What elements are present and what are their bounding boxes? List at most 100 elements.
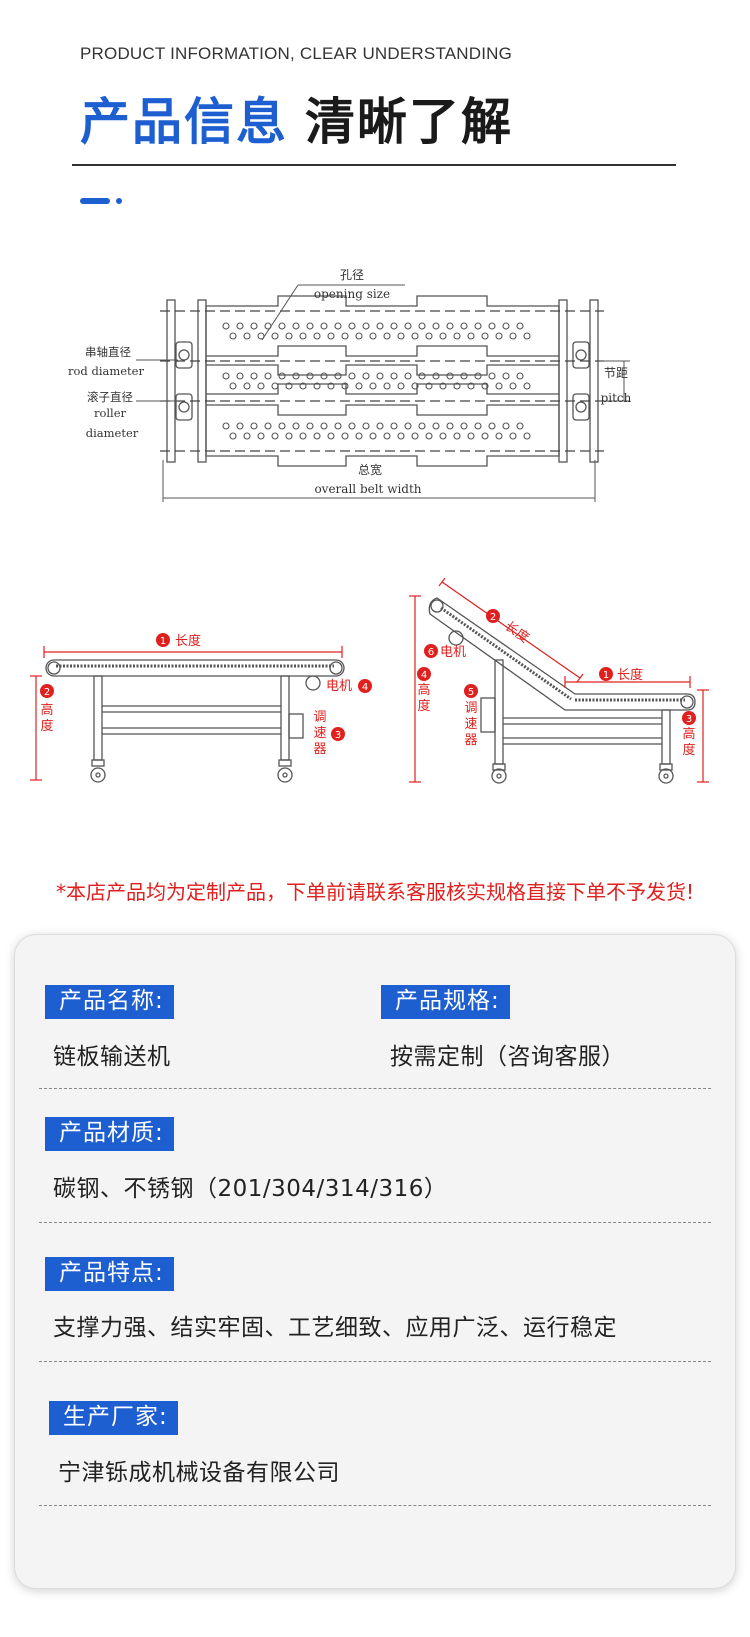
perforation-hole — [222, 322, 230, 330]
perforation-hole — [516, 422, 524, 430]
perforation-hole — [292, 322, 300, 330]
perforation-hole — [250, 372, 258, 380]
perforation-hole — [369, 382, 377, 390]
perforation-hole — [257, 382, 265, 390]
perforation-hole — [285, 332, 293, 340]
row-divider — [39, 1222, 711, 1223]
perforation-hole — [320, 372, 328, 380]
row-divider — [39, 1088, 711, 1089]
decor-dot — [116, 198, 122, 204]
product-feature-value: 支撑力强、结实牢固、工艺细致、应用广泛、运行稳定 — [53, 1315, 617, 1341]
perforation-hole — [488, 322, 496, 330]
title-divider — [72, 164, 676, 166]
perforation-hole — [306, 422, 314, 430]
perforation-hole — [439, 332, 447, 340]
section-title-blue: 产品信息 — [80, 93, 288, 151]
incline-num-1: 1 — [603, 670, 609, 681]
perforation-hole — [271, 432, 279, 440]
perforation-hole — [341, 432, 349, 440]
row-divider — [39, 1505, 711, 1506]
perforation-hole — [285, 382, 293, 390]
perforation-hole — [474, 372, 482, 380]
perforation-hole — [271, 382, 279, 390]
perforation-hole — [383, 382, 391, 390]
perforation-hole — [418, 372, 426, 380]
product-spec-value: 按需定制（咨询客服） — [390, 1044, 625, 1070]
incline-num-2: 2 — [490, 612, 496, 623]
incline-num-3: 3 — [686, 714, 692, 725]
incline-num-5: 5 — [468, 687, 474, 698]
perforation-hole — [376, 372, 384, 380]
flat-length-label: 长度 — [175, 633, 201, 649]
perforation-hole — [467, 332, 475, 340]
flat-num-1: 1 — [160, 636, 166, 647]
incline-height-label-2: 度 — [417, 698, 430, 714]
incline-speed-label-1: 调 — [464, 701, 477, 716]
perforation-hole — [481, 432, 489, 440]
perforation-hole — [320, 422, 328, 430]
perforation-hole — [467, 432, 475, 440]
perforation-hole — [439, 432, 447, 440]
incline-right-height-label-1: 高 — [682, 726, 695, 742]
perforation-hole — [369, 332, 377, 340]
decor-dash — [80, 198, 110, 204]
roller-en-label-1: roller — [94, 406, 127, 420]
perforation-hole — [404, 322, 412, 330]
incline-right-height-label-2: 度 — [682, 742, 695, 758]
perforation-hole — [229, 332, 237, 340]
perforation-hole — [488, 422, 496, 430]
product-material-value: 碳钢、不锈钢（201/304/314/316） — [53, 1176, 448, 1202]
perforation-hole — [446, 422, 454, 430]
perforation-hole — [376, 322, 384, 330]
perforation-hole — [313, 382, 321, 390]
flat-num-4: 4 — [362, 682, 368, 693]
perforation-hole — [432, 322, 440, 330]
perforation-hole — [474, 322, 482, 330]
flat-num-2: 2 — [44, 687, 50, 698]
pitch-cn-label: 节距 — [604, 366, 628, 380]
perforation-hole — [299, 432, 307, 440]
perforation-hole — [376, 422, 384, 430]
perforation-hole — [460, 372, 468, 380]
perforation-hole — [285, 432, 293, 440]
perforation-hole — [355, 432, 363, 440]
perforation-hole — [453, 432, 461, 440]
perforation-hole — [446, 322, 454, 330]
perforation-hole — [481, 382, 489, 390]
perforation-hole — [523, 382, 531, 390]
perforation-hole — [481, 332, 489, 340]
perforation-hole — [355, 382, 363, 390]
perforation-hole — [334, 422, 342, 430]
incline-speed-label-2: 速 — [464, 717, 477, 732]
manufacturer-value: 宁津铄成机械设备有限公司 — [58, 1460, 340, 1486]
perforation-hole — [390, 422, 398, 430]
perforation-hole — [299, 332, 307, 340]
section-title-black: 清晰了解 — [305, 93, 513, 151]
perforation-hole — [460, 322, 468, 330]
perforation-hole — [362, 422, 370, 430]
perforation-hole — [271, 332, 279, 340]
perforation-hole — [243, 382, 251, 390]
perforation-hole — [404, 372, 412, 380]
perforation-hole — [509, 332, 517, 340]
row-divider — [39, 1361, 711, 1362]
perforation-hole — [236, 422, 244, 430]
perforation-hole — [257, 332, 265, 340]
perforation-hole — [320, 322, 328, 330]
product-name-value: 链板输送机 — [53, 1044, 171, 1070]
flat-height-label-2: 度 — [40, 718, 53, 734]
perforation-hole — [418, 422, 426, 430]
perforation-hole — [502, 422, 510, 430]
product-info-card: 产品名称: 链板输送机 产品规格: 按需定制（咨询客服） 产品材质: 碳钢、不锈… — [14, 934, 736, 1589]
perforation-hole — [299, 382, 307, 390]
perforation-hole — [488, 372, 496, 380]
flat-height-label-1: 高 — [40, 702, 53, 718]
perforation-hole — [523, 332, 531, 340]
perforation-hole — [341, 382, 349, 390]
perforation-hole — [516, 322, 524, 330]
perforation-hole — [292, 372, 300, 380]
perforation-hole — [278, 422, 286, 430]
perforation-hole — [313, 432, 321, 440]
chain-belt-drawing: 孔径 opening size 串轴直径 rod diameter 滚子直径 r… — [68, 268, 632, 502]
perforation-hole — [334, 372, 342, 380]
